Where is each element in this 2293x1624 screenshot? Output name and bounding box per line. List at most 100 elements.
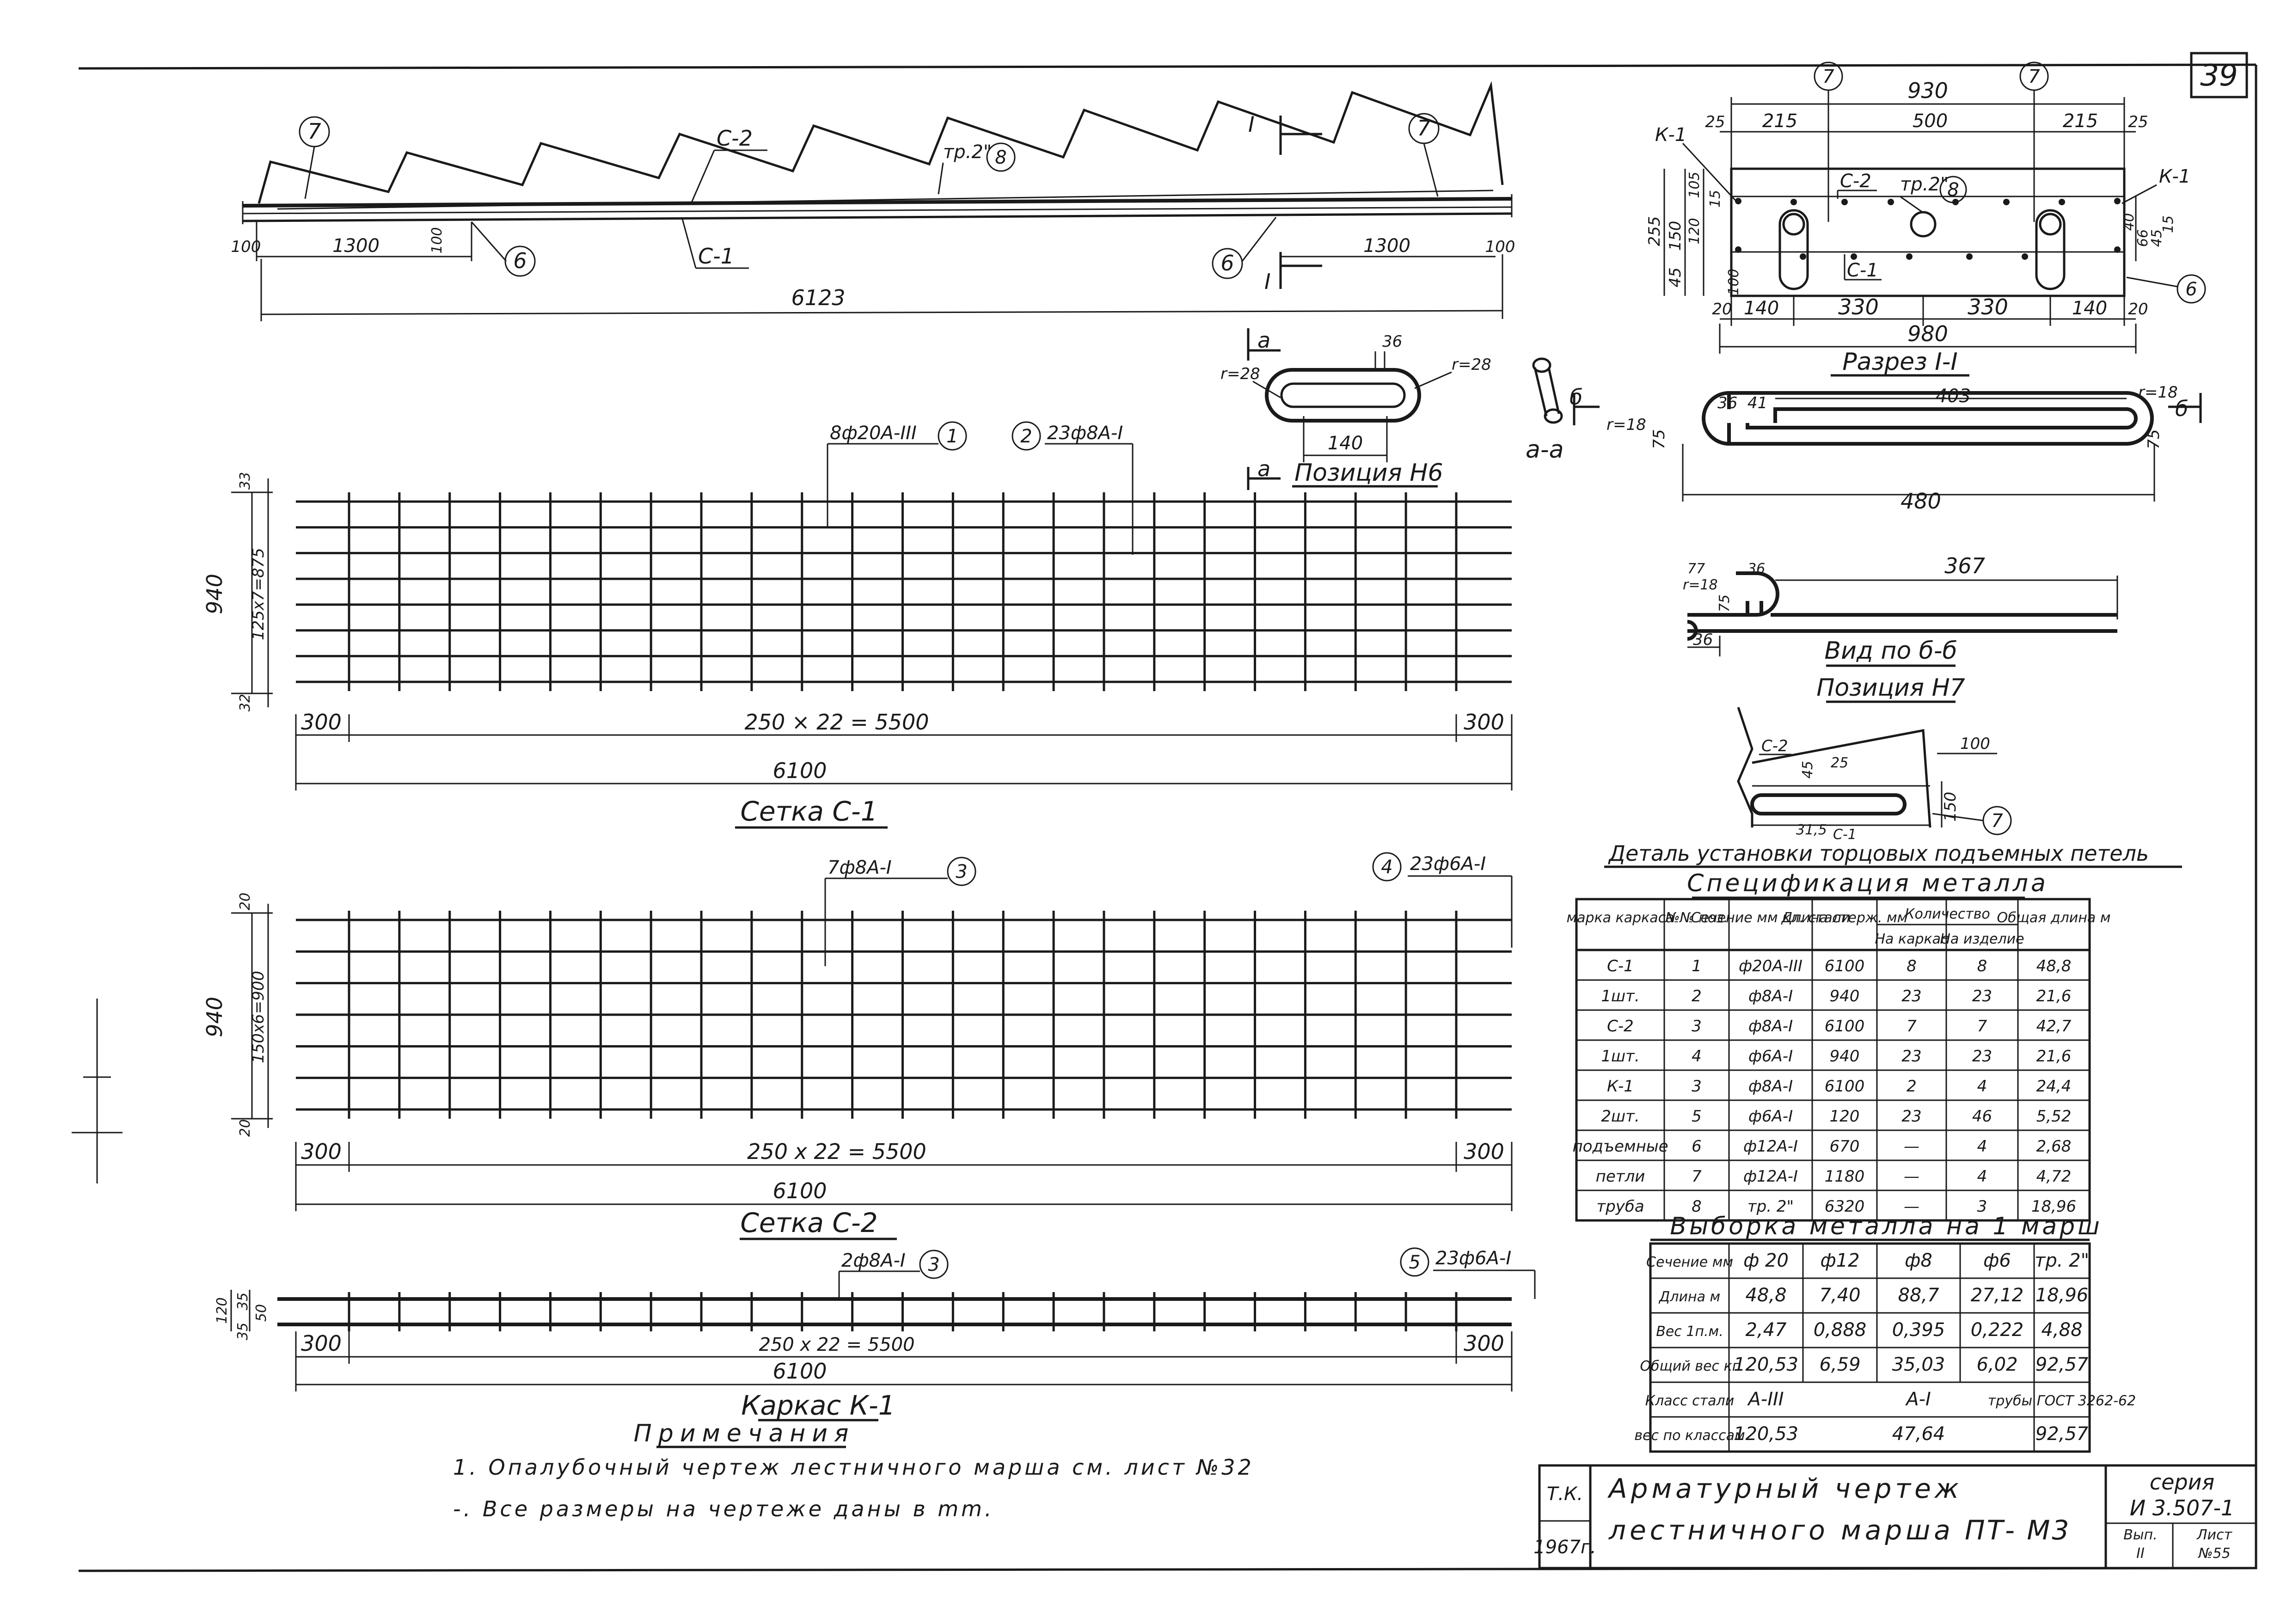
spec-cell: 3 — [1977, 1197, 1987, 1216]
selection-cell: 18,96 — [2035, 1285, 2089, 1306]
spec-cell: 6100 — [1825, 1077, 1865, 1096]
svg-text:300: 300 — [1464, 1139, 1504, 1164]
spec-grid — [1575, 898, 2091, 1222]
svg-text:66: 66 — [2135, 229, 2151, 247]
svg-text:36: 36 — [1382, 332, 1402, 351]
svg-text:6100: 6100 — [773, 1359, 827, 1384]
selection-title: Выборка металла на 1 марш — [1670, 1213, 2102, 1240]
svg-text:77: 77 — [1687, 561, 1705, 577]
spec-header-cell: Общая длина м — [1997, 910, 2111, 926]
svg-text:33: 33 — [237, 472, 253, 490]
note-1: 1. Опалубочный чертеж лестничного марша … — [453, 1455, 1254, 1480]
mesh-c1-title: Сетка С-1 — [740, 796, 877, 827]
svg-text:8: 8 — [1947, 179, 1959, 201]
svg-text:6: 6 — [2185, 279, 2197, 300]
svg-text:r=28: r=28 — [1220, 365, 1260, 383]
svg-text:35: 35 — [235, 1293, 251, 1310]
spec-cell: 23 — [1972, 1047, 1992, 1066]
svg-text:23ф6А-I: 23ф6А-I — [1410, 853, 1486, 875]
svg-text:250 х 22 = 5500: 250 х 22 = 5500 — [747, 1139, 926, 1164]
selection-cell: 35,03 — [1892, 1354, 1945, 1375]
selection-cell: 92,57 — [2035, 1354, 2089, 1375]
svg-text:4: 4 — [1381, 857, 1392, 878]
selection-cell: 0,222 — [1971, 1319, 2024, 1341]
spec-cell: 4 — [1977, 1077, 1987, 1096]
svg-text:31,5: 31,5 — [1796, 822, 1827, 838]
svg-text:300: 300 — [301, 710, 342, 735]
mesh-c2-grid — [296, 911, 1512, 1119]
selection-cell: 47,64 — [1892, 1423, 1945, 1445]
selection-cell: 2,47 — [1745, 1319, 1787, 1341]
spec-header-cell: Длина стерж. мм — [1781, 910, 1907, 926]
svg-text:7: 7 — [307, 119, 321, 144]
selection-cell: Класс стали — [1645, 1393, 1734, 1409]
spec-cell: 940 — [1830, 1047, 1860, 1066]
svg-text:100: 100 — [429, 227, 445, 253]
spec-cell: 4,72 — [2036, 1167, 2072, 1186]
spec-cell: 7 — [1977, 1017, 1987, 1036]
svg-text:25: 25 — [1705, 113, 1725, 131]
spec-cell: 8 — [1692, 1197, 1702, 1216]
svg-text:б: б — [2175, 396, 2188, 421]
svg-text:а: а — [1257, 328, 1270, 353]
svg-text:I: I — [1264, 269, 1271, 294]
selection-cell: ф 20 — [1743, 1250, 1789, 1271]
series-label: серия — [2150, 1470, 2214, 1495]
svg-text:45: 45 — [1666, 267, 1685, 287]
lifting-loop-detail: С-2 С-1 31,5 100 150 45 25 7 Деталь уста… — [1604, 707, 2182, 868]
svg-text:36: 36 — [1717, 394, 1737, 412]
spec-cell: 23 — [1972, 987, 1992, 1005]
selection-cell: 6,02 — [1976, 1354, 2017, 1375]
svg-text:6: 6 — [1220, 251, 1234, 276]
title-org: Т.К. — [1547, 1483, 1583, 1505]
svg-text:300: 300 — [301, 1331, 342, 1356]
svg-text:1300: 1300 — [332, 235, 380, 257]
spec-subheader-cell: На каркас — [1875, 931, 1949, 947]
spec-cell: петли — [1596, 1167, 1645, 1186]
spec-cell: 1шт. — [1601, 1047, 1639, 1066]
svg-text:6123: 6123 — [791, 285, 845, 310]
spec-cell: 42,7 — [2036, 1017, 2072, 1036]
svg-text:300: 300 — [1464, 1331, 1504, 1356]
view-b-b-title: Вид по б-б — [1824, 637, 1957, 665]
spec-cell: 5 — [1692, 1107, 1702, 1126]
selection-cell: 92,57 — [2035, 1423, 2089, 1445]
svg-text:б: б — [1570, 385, 1582, 410]
section-title: Разрез I-I — [1842, 348, 1958, 376]
spec-cell: 24,4 — [2036, 1077, 2072, 1096]
svg-text:150: 150 — [1666, 221, 1685, 251]
svg-text:25: 25 — [2128, 113, 2148, 131]
svg-text:15: 15 — [2160, 215, 2177, 233]
spec-cell: 21,6 — [2036, 987, 2072, 1005]
spec-cell: 2 — [1907, 1077, 1917, 1096]
selection-grid — [1649, 1242, 2091, 1453]
selection-cell: 88,7 — [1898, 1285, 1939, 1306]
frame-k1-title: Каркас К-1 — [741, 1390, 895, 1421]
spec-cell: ф6А-I — [1748, 1107, 1793, 1126]
svg-text:25: 25 — [1831, 755, 1848, 771]
svg-text:3: 3 — [928, 1254, 939, 1275]
frame-k1-ticks — [348, 1292, 1458, 1331]
spec-cell: 1 — [1692, 957, 1702, 975]
svg-text:С-2: С-2 — [1761, 737, 1788, 755]
spec-cell: 48,8 — [2036, 957, 2072, 975]
spec-cell: 670 — [1830, 1137, 1860, 1156]
svg-text:940: 940 — [202, 997, 227, 1037]
spec-cell: 4 — [1692, 1047, 1702, 1066]
svg-text:500: 500 — [1913, 110, 1948, 132]
spec-header-cell: Сечение мм кл. стали — [1691, 910, 1851, 926]
spec-cell: 2шт. — [1601, 1107, 1639, 1126]
spec-cell: 23 — [1901, 1047, 1921, 1066]
spec-header-cell: №№ поз. — [1664, 910, 1728, 926]
svg-text:2ф8А-I: 2ф8А-I — [841, 1250, 906, 1271]
spec-cell: 3 — [1692, 1017, 1702, 1036]
svg-text:К-1: К-1 — [2159, 166, 2190, 187]
svg-text:215: 215 — [2063, 110, 2098, 132]
spec-cell: ф8А-I — [1748, 1017, 1793, 1036]
svg-text:480: 480 — [1901, 489, 1941, 514]
svg-text:r=18: r=18 — [2138, 383, 2178, 402]
